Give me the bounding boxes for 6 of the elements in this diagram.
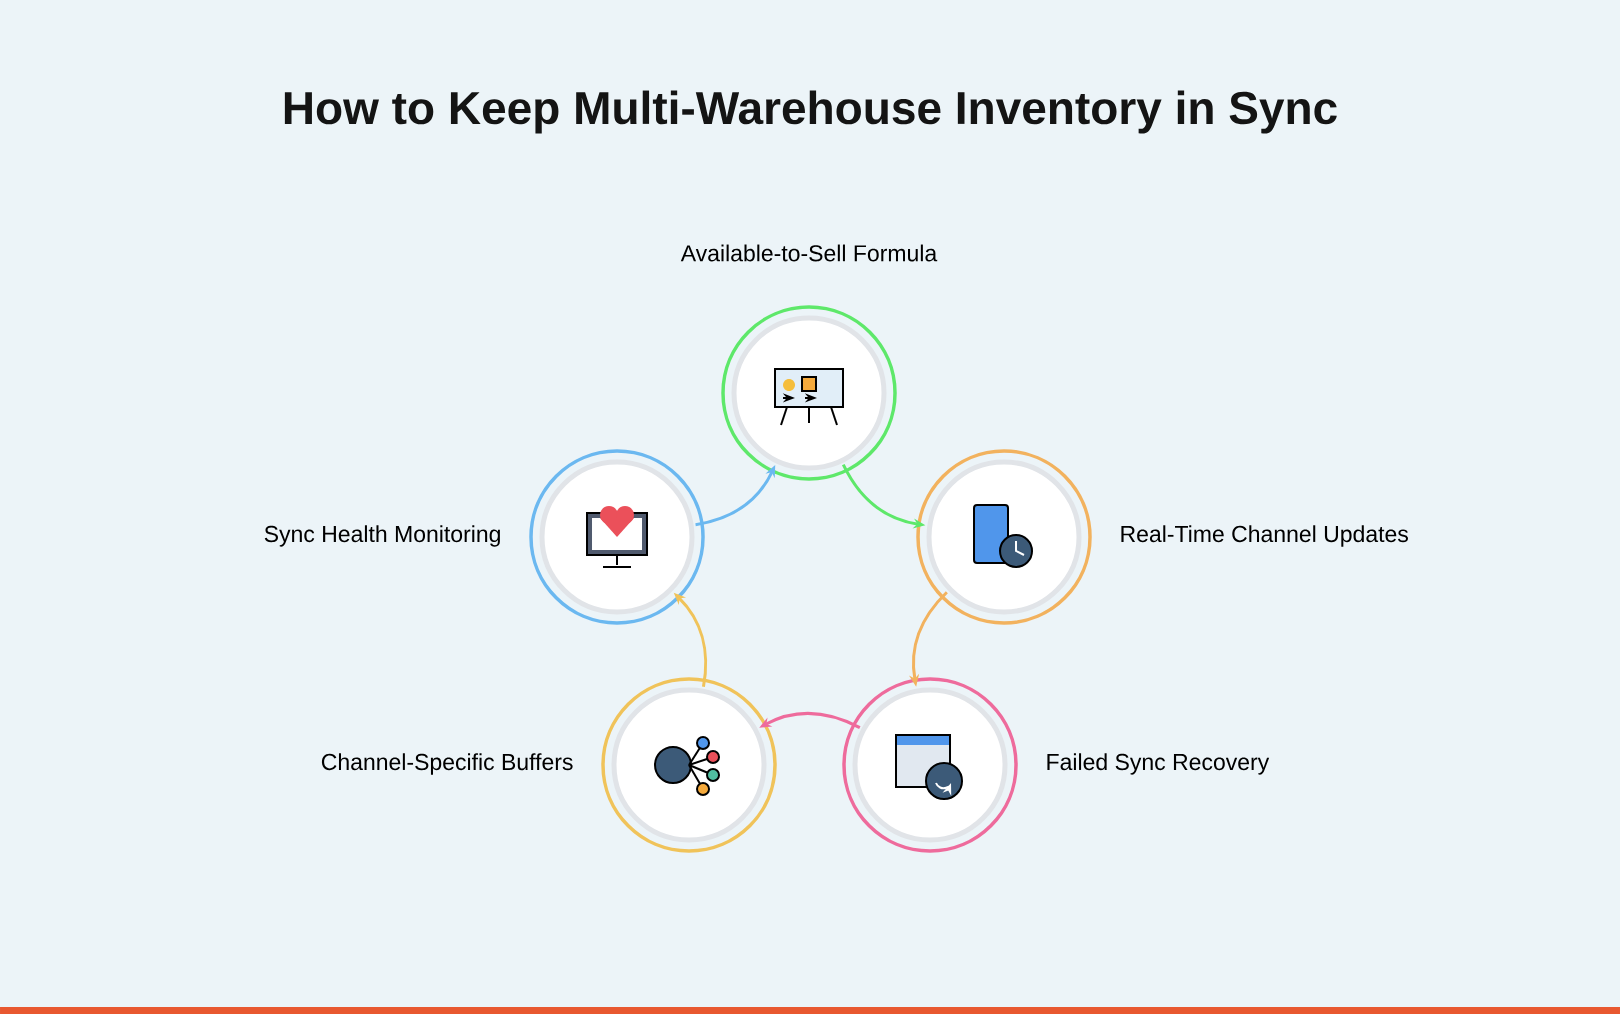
step-label: Failed Sync Recovery — [1047, 753, 1270, 775]
step-label: Sync Health Monitoring — [264, 525, 500, 547]
step-label: Real-Time Channel Updates — [1121, 525, 1408, 547]
step-label: Available-to-Sell Formula — [680, 244, 938, 262]
title: How to Keep Multi-Warehouse Inventory in Sync — [284, 90, 1337, 134]
step-label: Channel-Specific Buffers — [321, 753, 573, 775]
